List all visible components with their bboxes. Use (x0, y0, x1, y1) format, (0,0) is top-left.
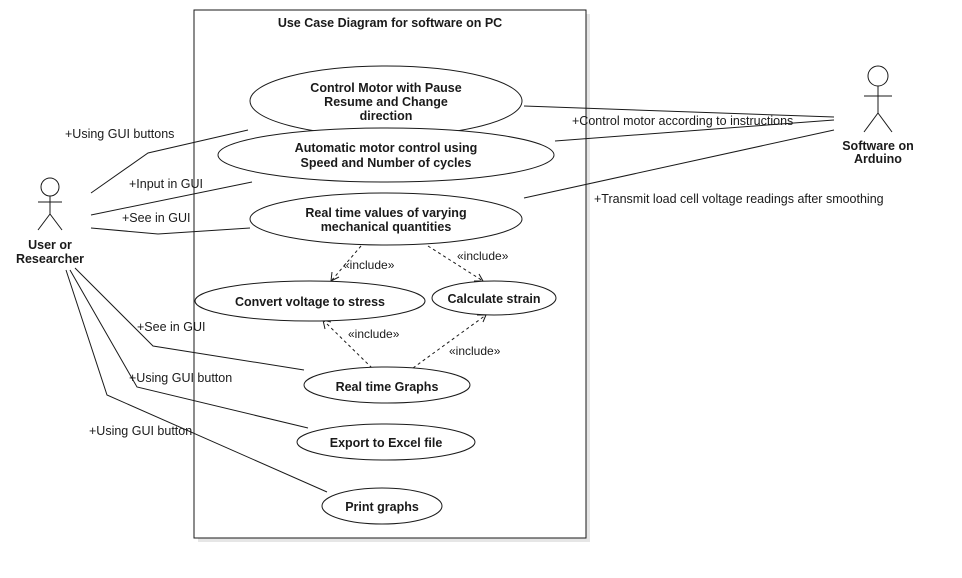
use-case-print-graphs[interactable]: Print graphs (321, 487, 443, 525)
use-case-label: Export to Excel file (330, 436, 443, 450)
actor-label: Software on (842, 139, 914, 153)
use-case-label: Calculate strain (447, 292, 540, 306)
use-case-calc-strain[interactable]: Calculate strain (431, 280, 557, 316)
stick-figure-icon (863, 65, 893, 133)
actor-label: User or (28, 238, 72, 252)
use-case-label: Resume and Change (324, 95, 448, 109)
actor-arduino[interactable]: Software on Arduino (842, 65, 914, 166)
assoc-label: +Control motor according to instructions (572, 114, 793, 128)
assoc-user-auto-motor (90, 181, 253, 216)
use-case-export-excel[interactable]: Export to Excel file (296, 423, 476, 461)
use-case-convert-voltage[interactable]: Convert voltage to stress (194, 280, 426, 322)
assoc-label: +Input in GUI (129, 177, 203, 191)
assoc-user-realtime-graphs (74, 267, 305, 371)
assoc-label: +Using GUI button (89, 424, 192, 438)
use-case-control-motor[interactable]: Control Motor with Pause Resume and Chan… (249, 65, 523, 137)
include-label: «include» (457, 249, 509, 263)
use-case-label: Real time values of varying (305, 206, 466, 220)
assoc-arduino-auto-motor (554, 119, 835, 142)
stick-figure-icon (37, 177, 63, 231)
use-case-label: Automatic motor control using (295, 141, 478, 155)
use-case-label: Speed and Number of cycles (301, 156, 472, 170)
assoc-user-control-motor (90, 129, 249, 194)
use-case-auto-motor[interactable]: Automatic motor control using Speed and … (217, 127, 555, 183)
actor-user[interactable]: User or Researcher (16, 177, 84, 266)
use-case-label: Control Motor with Pause (310, 81, 461, 95)
use-case-realtime-values[interactable]: Real time values of varying mechanical q… (249, 192, 523, 246)
use-case-label: Convert voltage to stress (235, 295, 385, 309)
use-case-label: Print graphs (345, 500, 419, 514)
assoc-user-realtime-values (90, 227, 251, 235)
use-case-label: mechanical quantities (321, 220, 452, 234)
system-title: Use Case Diagram for software on PC (278, 16, 502, 30)
use-case-label: direction (360, 109, 413, 123)
actor-label: Arduino (854, 152, 902, 166)
assoc-user-print-graphs (65, 269, 328, 493)
assoc-arduino-realtime-values (523, 129, 835, 199)
assoc-label: +See in GUI (137, 320, 205, 334)
actor-label: Researcher (16, 252, 84, 266)
assoc-label: +See in GUI (122, 211, 190, 225)
assoc-arduino-control-motor (523, 105, 835, 118)
include-label: «include» (343, 258, 395, 272)
assoc-label: +Using GUI buttons (65, 127, 174, 141)
include-label: «include» (348, 327, 400, 341)
use-case-label: Real time Graphs (336, 380, 439, 394)
use-case-realtime-graphs[interactable]: Real time Graphs (303, 366, 471, 404)
assoc-label: +Transmit load cell voltage readings aft… (594, 192, 884, 206)
include-label: «include» (449, 344, 501, 358)
assoc-user-export-excel (69, 269, 309, 429)
assoc-label: +Using GUI button (129, 371, 232, 385)
